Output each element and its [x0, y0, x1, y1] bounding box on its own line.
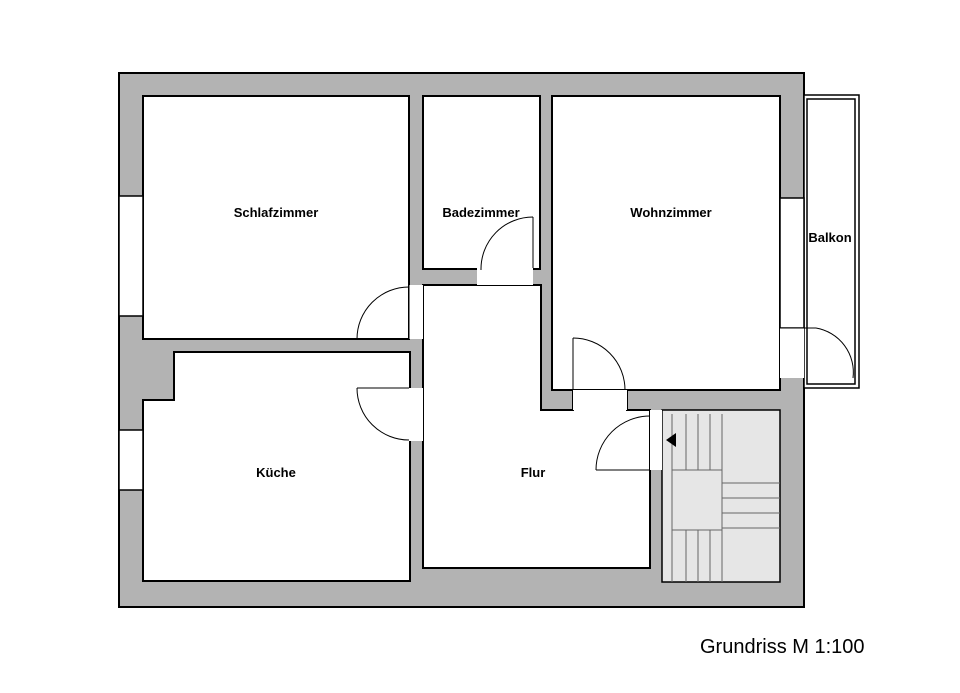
label-badezimmer: Badezimmer [442, 205, 519, 220]
room-kueche [142, 351, 411, 582]
door-schlafzimmer [356, 285, 410, 340]
label-balkon: Balkon [808, 230, 851, 245]
door-badezimmer [480, 216, 534, 271]
door-wohnzimmer [572, 337, 626, 391]
stairwell [661, 409, 781, 583]
label-flur: Flur [521, 465, 546, 480]
room-schlafzimmer [142, 95, 410, 340]
door-kueche [356, 387, 410, 441]
label-wohnzimmer: Wohnzimmer [630, 205, 711, 220]
door-stairwell [595, 415, 651, 471]
balcony [803, 94, 860, 389]
label-schlafzimmer: Schlafzimmer [234, 205, 319, 220]
room-badezimmer [422, 95, 541, 270]
label-kueche: Küche [256, 465, 296, 480]
window-kueche [118, 429, 144, 491]
window-schlafzimmer [118, 195, 144, 317]
door-balkon [780, 327, 854, 379]
window-wohnzimmer [779, 197, 805, 329]
room-wohnzimmer [551, 95, 781, 391]
stair-direction-arrow [666, 433, 676, 447]
plan-caption: Grundriss M 1:100 [700, 636, 865, 658]
